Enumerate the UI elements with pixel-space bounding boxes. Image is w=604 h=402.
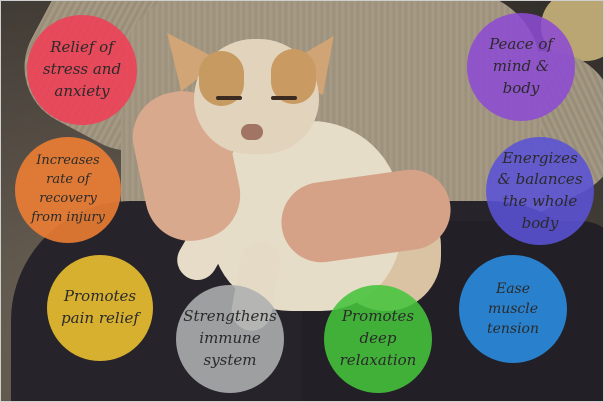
dog-head-patch-right xyxy=(271,49,316,104)
benefit-bubble-immune: Strengthens immune system xyxy=(176,285,284,393)
benefit-text: Promotes pain relief xyxy=(61,287,139,327)
benefit-text: Relief of stress and anxiety xyxy=(42,38,122,100)
benefit-bubble-pain-relief: Promotes pain relief xyxy=(47,255,153,361)
benefit-text: Energizes & balances the whole body xyxy=(497,148,583,232)
benefit-text: Ease muscle tension xyxy=(486,280,540,338)
benefit-bubble-muscle: Ease muscle tension xyxy=(459,255,567,363)
benefit-text: Peace of mind & body xyxy=(489,35,553,97)
dog-eye-left xyxy=(216,96,242,100)
benefit-bubble-peace-of-mind: Peace of mind & body xyxy=(467,13,575,121)
benefit-text: Increases rate of recovery from injury xyxy=(31,153,105,225)
benefit-text: Strengthens immune system xyxy=(183,307,277,369)
benefit-bubble-energizes: Energizes & balances the whole body xyxy=(486,137,594,245)
dog-nose xyxy=(241,124,263,140)
benefit-bubble-relaxation: Promotes deep relaxation xyxy=(324,285,432,393)
benefit-bubble-recovery: Increases rate of recovery from injury xyxy=(15,137,121,243)
benefit-bubble-relief-of-stress: Relief of stress and anxiety xyxy=(27,15,137,125)
dog-eye-right xyxy=(271,96,297,100)
benefit-text: Promotes deep relaxation xyxy=(339,307,417,369)
